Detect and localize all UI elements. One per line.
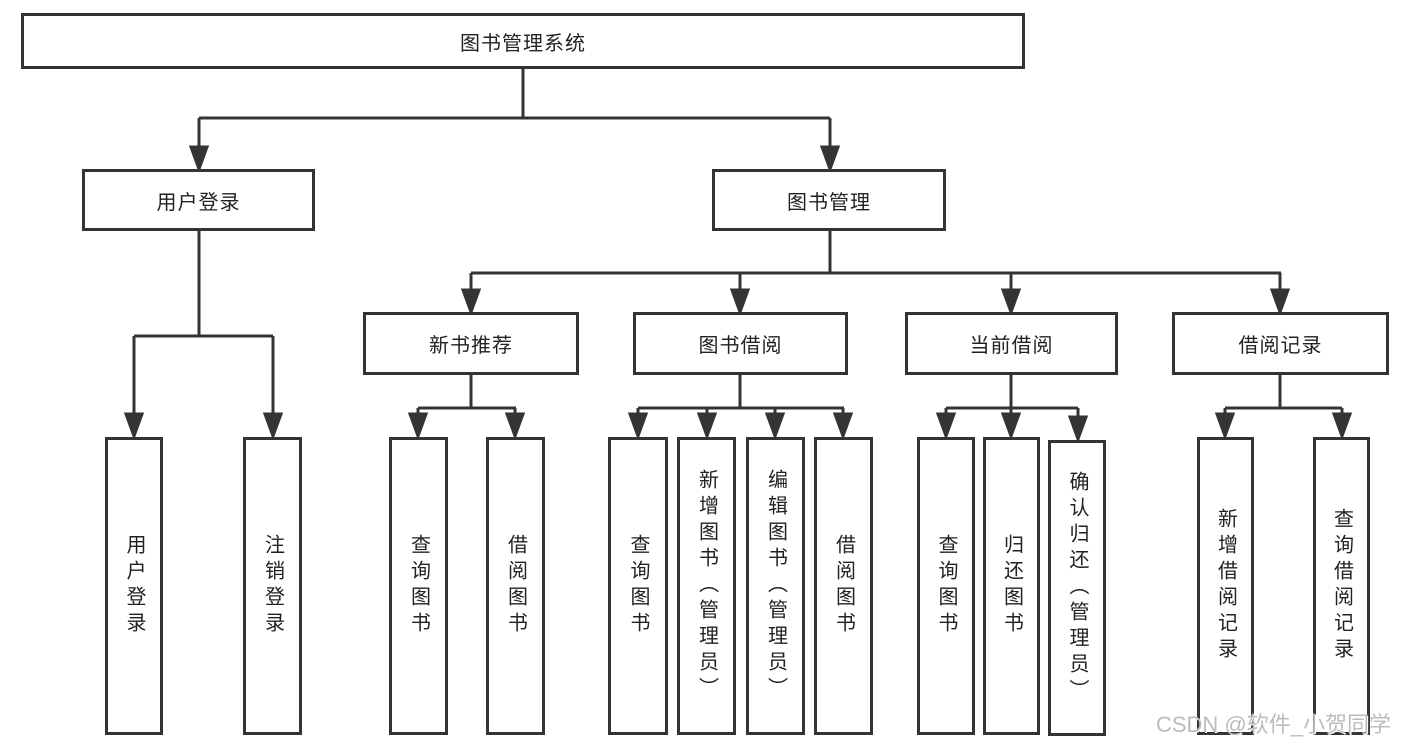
leaf-current-return: 归还图书: [983, 437, 1040, 735]
node-root: 图书管理系统: [21, 13, 1025, 69]
node-label: 用户登录: [156, 191, 241, 214]
leaf-current-confirm-admin: 确认归还（管理员）: [1048, 440, 1106, 736]
node-label: 查询借阅记录: [1330, 508, 1353, 664]
node-label: 查询图书: [407, 534, 430, 638]
node-label: 图书管理: [787, 191, 871, 214]
connectors-current-borrow: [935, 375, 1089, 444]
leaf-borrow-borrow: 借阅图书: [814, 437, 873, 735]
node-label: 新增图书（管理员）: [695, 469, 718, 703]
leaf-records-query: 查询借阅记录: [1313, 437, 1370, 735]
leaf-current-query: 查询图书: [917, 437, 975, 735]
node-label: 确认归还（管理员）: [1066, 471, 1088, 705]
leaf-records-add: 新增借阅记录: [1197, 437, 1254, 735]
node-label: 归还图书: [1000, 534, 1023, 638]
connectors-user-login: [123, 231, 284, 441]
node-user-login: 用户登录: [82, 169, 315, 231]
node-label: 图书管理系统: [460, 32, 586, 55]
node-book-mgmt: 图书管理: [712, 169, 946, 231]
node-label: 借阅图书: [504, 534, 527, 638]
leaf-borrow-add-admin: 新增图书（管理员）: [677, 437, 736, 735]
leaf-borrow-edit-admin: 编辑图书（管理员）: [746, 437, 805, 735]
node-borrow-records: 借阅记录: [1172, 312, 1389, 375]
leaf-logout: 注销登录: [243, 437, 302, 735]
leaf-user-login: 用户登录: [105, 437, 163, 735]
node-label: 借阅记录: [1238, 335, 1323, 357]
leaf-newbook-query: 查询图书: [389, 437, 448, 735]
node-label: 当前借阅: [969, 335, 1054, 357]
node-label: 用户登录: [123, 534, 145, 638]
connectors-root: [188, 69, 841, 174]
leaf-newbook-borrow: 借阅图书: [486, 437, 545, 735]
node-current-borrow: 当前借阅: [905, 312, 1118, 375]
node-label: 编辑图书（管理员）: [764, 469, 787, 703]
connectors-book-mgmt: [460, 231, 1291, 317]
connectors-book-borrow: [627, 375, 854, 441]
node-new-book-rec: 新书推荐: [363, 312, 579, 375]
connectors-new-book-rec: [407, 375, 526, 441]
node-label: 新书推荐: [429, 335, 513, 357]
node-label: 借阅图书: [832, 534, 855, 638]
leaf-borrow-query: 查询图书: [608, 437, 668, 735]
node-label: 新增借阅记录: [1214, 508, 1237, 664]
node-label: 查询图书: [627, 534, 649, 638]
connectors-borrow-records: [1214, 375, 1353, 441]
node-label: 图书借阅: [698, 335, 783, 357]
node-label: 查询图书: [935, 534, 957, 638]
csdn-watermark: CSDN @软件_小贺同学: [1155, 712, 1391, 737]
node-label: 注销登录: [261, 534, 284, 638]
node-book-borrow: 图书借阅: [633, 312, 848, 375]
